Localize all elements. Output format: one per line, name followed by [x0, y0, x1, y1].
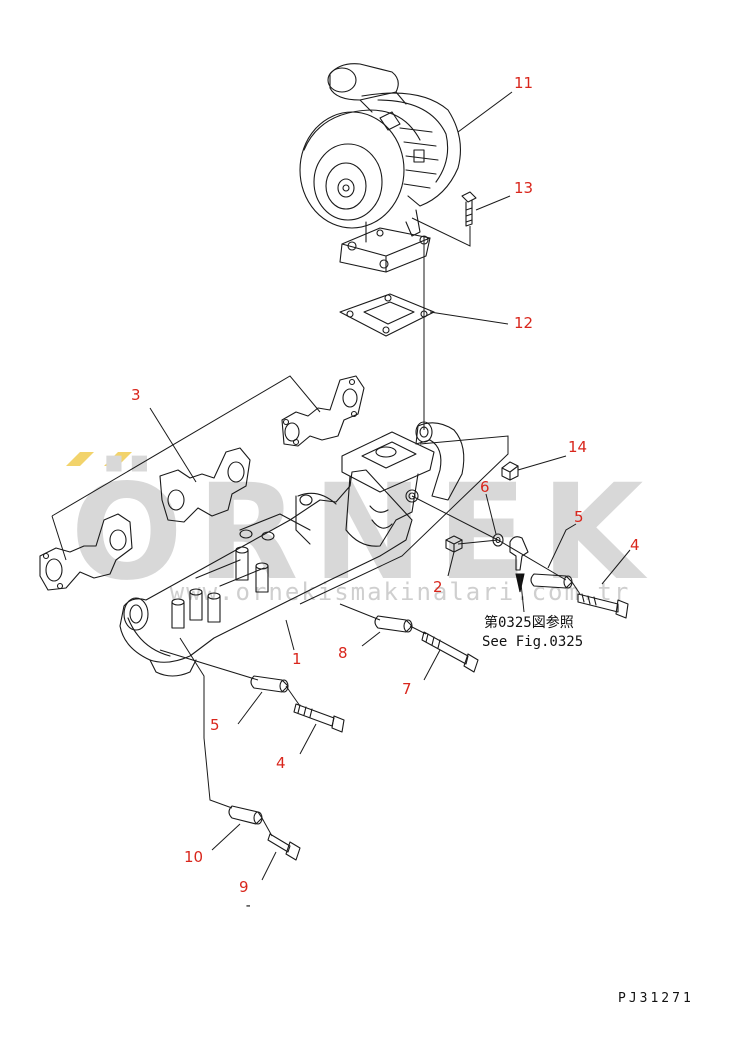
callout-4-right: 4 [630, 536, 640, 554]
callout-7: 7 [402, 680, 412, 698]
clip-bracket [509, 536, 529, 613]
gasket-12 [339, 293, 435, 337]
callout-labels: 11 13 12 3 14 6 5 4 2 1 8 7 5 4 10 9 [131, 74, 640, 896]
callout-1: 1 [292, 650, 302, 668]
bolt-13 [461, 191, 477, 227]
callout-3: 3 [131, 386, 141, 404]
watermark-url: www.ornekismakinalari.com.tr [170, 578, 631, 606]
callout-8: 8 [338, 644, 348, 662]
bolt-4-left [293, 703, 345, 733]
callout-4-left: 4 [276, 754, 286, 772]
spacer-8 [374, 615, 413, 633]
watermark-brand: ÖRNEK [71, 456, 658, 610]
exhaust-manifold-1 [119, 421, 465, 677]
callout-5-left: 5 [210, 716, 220, 734]
watermark-accent-right [104, 452, 132, 466]
assembly-lines [51, 217, 581, 837]
drawing-code: PJ31271 [618, 991, 694, 1006]
nut-2 [445, 535, 463, 553]
watermark: ÖRNEK www.ornekismakinalari.com.tr [66, 452, 658, 610]
callout-14: 14 [568, 438, 587, 456]
spacer-10 [228, 805, 263, 825]
reference-note-english: See Fig.0325 [482, 634, 583, 650]
reference-note-japanese: 第0325図参照 [484, 614, 574, 631]
callout-10: 10 [184, 848, 203, 866]
callout-5-right: 5 [574, 508, 584, 526]
callout-11: 11 [514, 74, 533, 92]
turbocharger [299, 63, 461, 273]
bolt-7 [421, 631, 479, 673]
bolt-4-right [577, 593, 629, 619]
reference-note: 第0325図参照 See Fig.0325 [482, 614, 583, 650]
leader-lines [149, 91, 631, 881]
bolt-9 [267, 833, 301, 861]
gasket-set-3 [39, 375, 365, 591]
callout-12: 12 [514, 314, 533, 332]
callout-2: 2 [433, 578, 443, 596]
stray-mark: - [244, 898, 252, 914]
callout-13: 13 [514, 179, 533, 197]
nut-14 [501, 461, 519, 481]
watermark-accent-left [66, 452, 94, 466]
callout-9: 9 [239, 878, 249, 896]
callout-6: 6 [480, 478, 490, 496]
spacer-5-left [250, 675, 289, 693]
